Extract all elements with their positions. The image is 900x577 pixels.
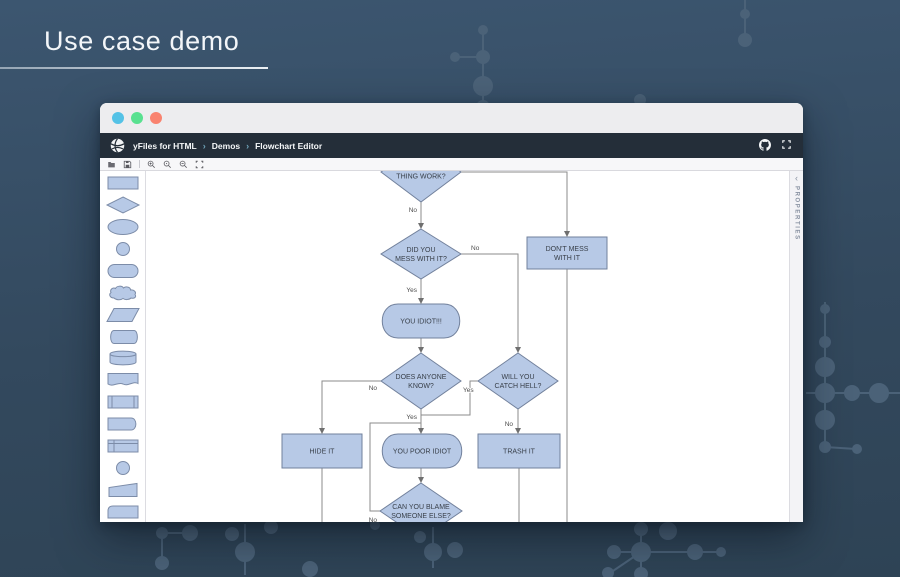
flowchart-node-you-poor-idiot[interactable]	[381, 433, 463, 469]
flowchart-edge-label: No	[369, 517, 378, 522]
breadcrumb-demos[interactable]: Demos	[211, 140, 241, 151]
palette-shape-predefined-process[interactable]	[104, 392, 142, 412]
window-control-red[interactable]	[150, 112, 162, 124]
browser-window: yFiles for HTML › Demos › Flowchart Edit…	[100, 103, 803, 522]
editor-workspace: THING WORK? DID YOU MESS WITH IT? DON'T MES…	[100, 171, 803, 522]
palette-shape-process[interactable]	[104, 173, 142, 193]
palette-shape-stored-data[interactable]	[104, 327, 142, 347]
yworks-logo-icon	[110, 138, 125, 153]
flowchart-node-label: YOU POOR IDIOT	[393, 449, 452, 456]
page-title: Use case demo	[44, 26, 240, 56]
flowchart-svg: THING WORK? DID YOU MESS WITH IT? DON'T MES…	[281, 171, 608, 522]
palette-shape-internal-storage[interactable]	[104, 436, 142, 456]
flowchart-node-dont-mess-with-it[interactable]	[526, 236, 608, 270]
flowchart-edge[interactable]	[319, 380, 381, 434]
window-control-green[interactable]	[131, 112, 143, 124]
flowchart-edge[interactable]	[461, 171, 570, 237]
breadcrumb-flowchart-editor: Flowchart Editor	[255, 140, 323, 151]
palette-shape-connector[interactable]	[104, 239, 142, 259]
page-heading: Use case demo	[0, 0, 300, 69]
palette-shape-card[interactable]	[104, 502, 142, 522]
flowchart-node-does-anyone-know[interactable]	[380, 352, 462, 410]
palette-shape-alternate-process[interactable]	[104, 261, 142, 281]
fullscreen-icon[interactable]	[782, 140, 791, 151]
flowchart-edge-label: Yes	[406, 414, 417, 421]
flowchart-node-label: DID YOU	[406, 247, 435, 254]
flowchart-node-label: WILL YOU	[501, 374, 534, 381]
fit-content-icon[interactable]	[195, 160, 204, 169]
flowchart-node-label: DOES ANYONE	[396, 374, 447, 381]
window-control-blue[interactable]	[112, 112, 124, 124]
flowchart-node-label: CAN YOU BLAME	[392, 504, 450, 511]
palette-shape-decision[interactable]	[104, 195, 142, 215]
flowchart-canvas[interactable]: THING WORK? DID YOU MESS WITH IT? DON'T MES…	[146, 171, 789, 522]
flowchart-node-you-idiot[interactable]	[381, 303, 461, 339]
open-folder-icon[interactable]	[107, 160, 116, 169]
editor-toolbar	[100, 158, 803, 171]
palette-shape-manual-operation[interactable]	[104, 480, 142, 500]
properties-panel-label: PROPERTIES	[793, 186, 800, 241]
flowchart-node-label: TRASH IT	[503, 449, 536, 456]
flowchart-node-label: HIDE IT	[310, 449, 336, 456]
palette-shape-database[interactable]	[104, 349, 142, 369]
demo-navbar: yFiles for HTML › Demos › Flowchart Edit…	[100, 133, 803, 158]
flowchart-edge[interactable]	[369, 422, 421, 512]
flowchart-edge[interactable]	[421, 380, 478, 416]
flowchart-node-label: MESS WITH IT?	[395, 256, 447, 263]
toolbar-separator	[139, 160, 140, 168]
flowchart-node-will-you-catch-hell[interactable]	[477, 352, 559, 410]
zoom-out-icon[interactable]	[179, 160, 188, 169]
flowchart-edge-label: No	[369, 385, 378, 392]
palette-shape-terminator[interactable]	[104, 217, 142, 237]
flowchart-node-label: KNOW?	[408, 383, 434, 390]
flowchart-edge-label: Yes	[463, 387, 474, 394]
flowchart-node-label: CATCH HELL?	[495, 383, 542, 390]
properties-panel-collapsed[interactable]: ‹ PROPERTIES	[789, 171, 803, 522]
brand-name[interactable]: yFiles for HTML	[133, 140, 197, 151]
palette-shape-delay[interactable]	[104, 414, 142, 434]
github-icon[interactable]	[759, 138, 771, 153]
flowchart-edge[interactable]	[461, 253, 521, 353]
flowchart-node-can-you-blame-someone-else[interactable]	[379, 482, 463, 522]
flowchart-node-trash-it[interactable]	[477, 433, 561, 469]
flowchart-node-label: THING WORK?	[396, 174, 445, 181]
flowchart-edge-label: No	[471, 245, 480, 252]
palette-shape-on-page-connector[interactable]	[104, 458, 142, 478]
collapse-chevron-icon[interactable]: ‹	[795, 173, 798, 183]
zoom-original-icon[interactable]	[163, 160, 172, 169]
flowchart-edge-label: Yes	[406, 287, 417, 294]
zoom-in-icon[interactable]	[147, 160, 156, 169]
palette-shape-cloud[interactable]	[104, 283, 142, 303]
palette-shape-document[interactable]	[104, 370, 142, 390]
flowchart-node-did-you-mess-with-it[interactable]	[380, 228, 462, 280]
shape-palette	[100, 171, 146, 522]
flowchart-node-does-the-thing-work[interactable]	[380, 171, 462, 203]
flowchart-node-label: WITH IT	[554, 255, 581, 262]
browser-titlebar	[100, 103, 803, 133]
breadcrumb-separator: ›	[246, 140, 250, 151]
flowchart-node-hide-it[interactable]	[281, 433, 363, 469]
flowchart-node-label: YOU IDIOT!!!	[400, 319, 442, 326]
flowchart-node-label: SOMEONE ELSE?	[391, 513, 451, 520]
breadcrumb-separator: ›	[202, 140, 206, 151]
flowchart-edge-label: No	[409, 207, 418, 214]
flowchart-node-label: DON'T MESS	[546, 246, 589, 253]
save-icon[interactable]	[123, 160, 132, 169]
flowchart-edge-label: No	[505, 421, 514, 428]
palette-shape-data[interactable]	[104, 305, 142, 325]
title-underline	[0, 67, 268, 69]
